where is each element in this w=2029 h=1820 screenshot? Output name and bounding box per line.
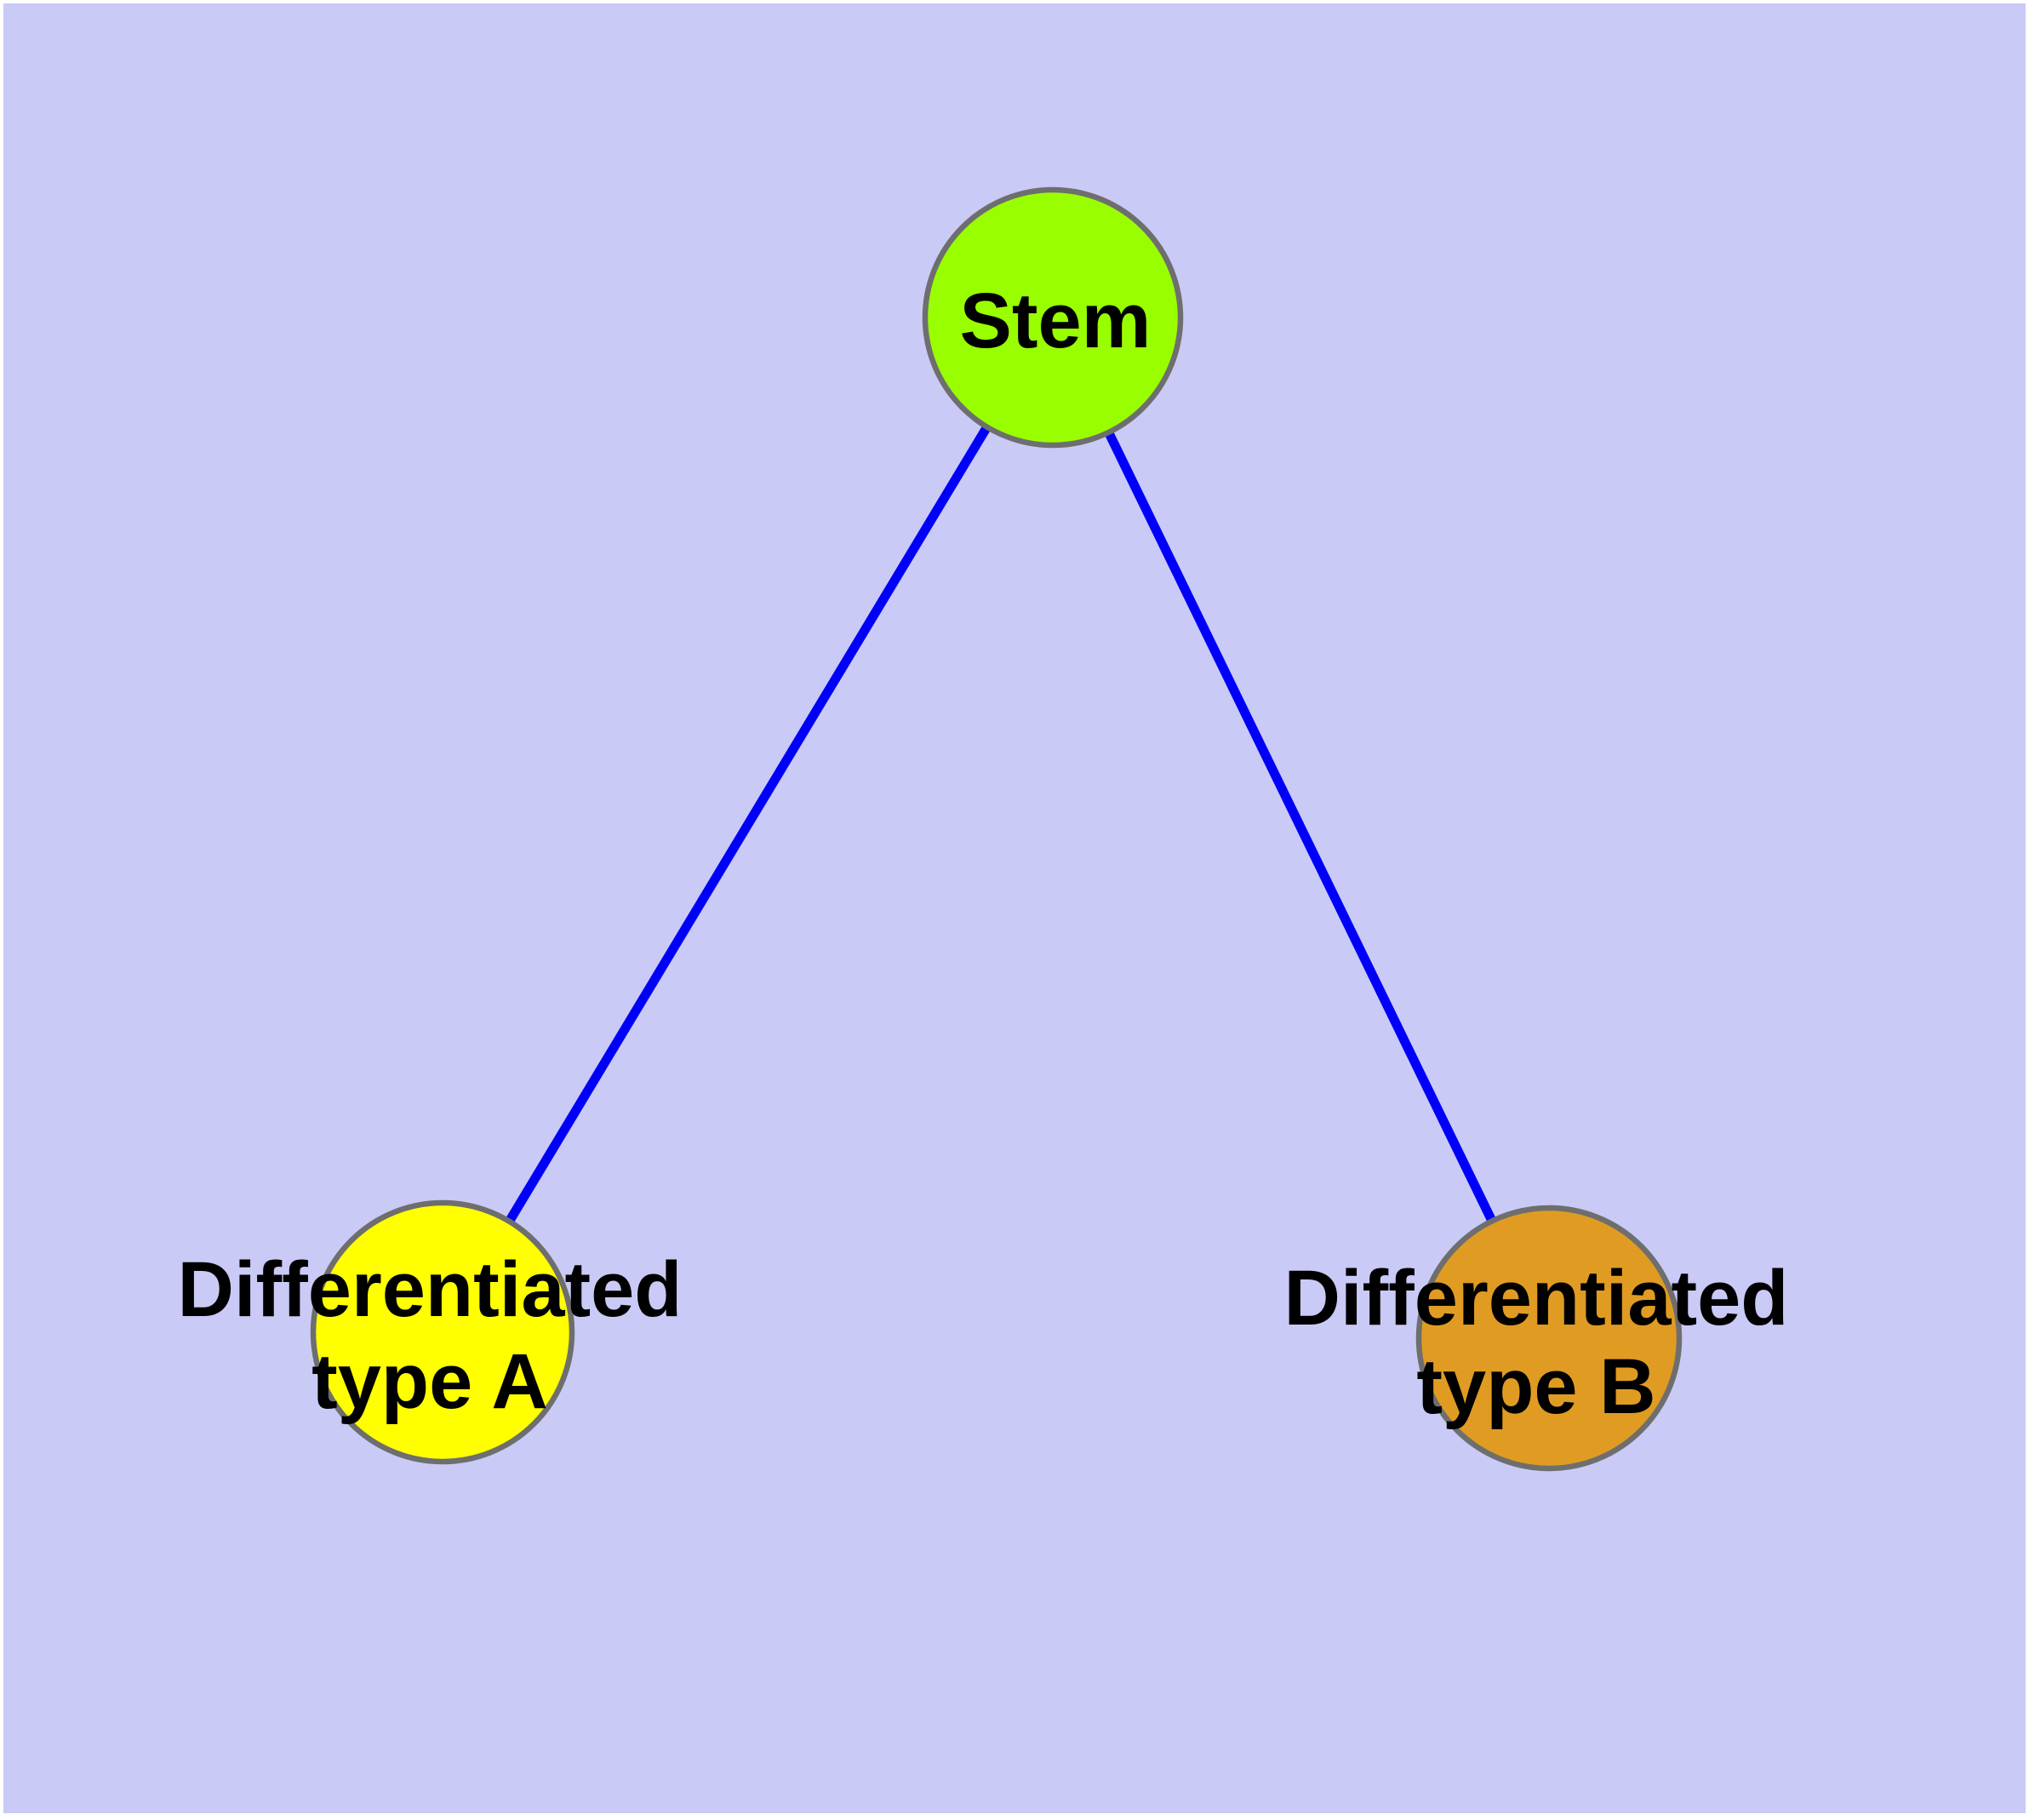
node-differentiated-type-b <box>1415 1205 1683 1472</box>
node-label-differentiated-type-a-line-1: Differentiated <box>178 1246 683 1333</box>
node-stem <box>922 186 1184 449</box>
edge-stem-to-type-a <box>438 315 1057 1335</box>
node-label-stem-line-1: Stem <box>960 278 1152 364</box>
node-label-differentiated-type-a-line-2: type A <box>311 1338 548 1425</box>
node-differentiated-type-a <box>310 1199 575 1465</box>
node-layer <box>310 186 1683 1472</box>
node-label-differentiated-type-b-line-2: type B <box>1416 1343 1655 1430</box>
edge-layer <box>438 315 1553 1341</box>
node-label-differentiated-type-b-line-1: Differentiated <box>1284 1255 1789 1342</box>
edge-stem-to-type-b <box>1049 315 1553 1341</box>
